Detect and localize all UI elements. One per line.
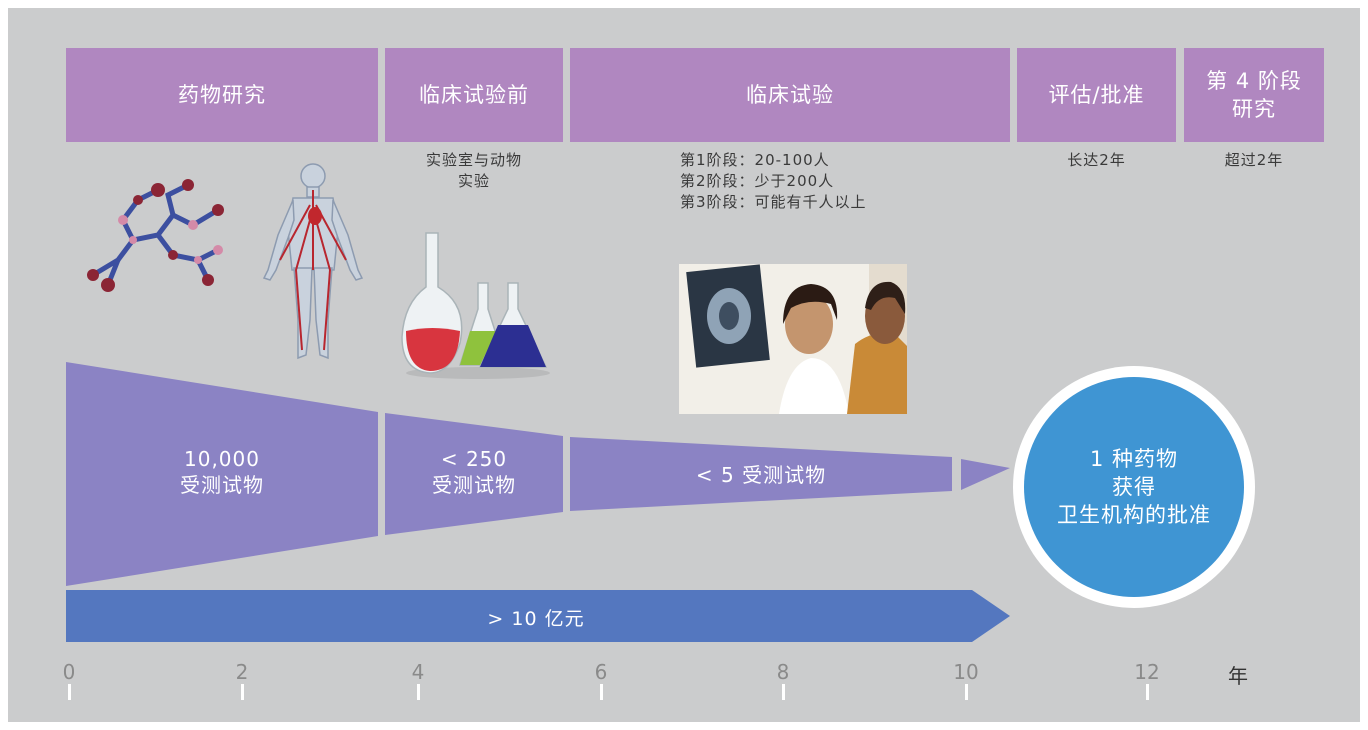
note-clinical-phase2: 第2阶段：少于200人 xyxy=(680,172,835,190)
axis-tick-mark-6 xyxy=(600,684,603,700)
funnel-segment-tip xyxy=(961,459,1010,490)
funnel-label-clinical: < 5 受测试物 xyxy=(695,463,827,487)
stage-header-phase4-line2: 研究 xyxy=(1232,97,1276,121)
axis-tick-mark-2 xyxy=(241,684,244,700)
axis-tick-label-8: 8 xyxy=(776,660,790,684)
note-preclinical-line1: 实验室与动物 xyxy=(425,151,522,169)
axis-tick-label-6: 6 xyxy=(594,660,608,684)
stage-header-research: 药物研究 xyxy=(66,48,378,142)
axis-tick-mark-8 xyxy=(782,684,785,700)
funnel-segment-clinical xyxy=(570,437,952,511)
stage-header-preclinical: 临床试验前 xyxy=(385,48,563,142)
stage-header-approval: 评估/批准 xyxy=(1017,48,1176,142)
funnel-preclinical-count: < 250 xyxy=(440,447,508,471)
approval-line-1: 1 种药物 xyxy=(1089,447,1179,471)
stage-header-phase4: 第 4 阶段 研究 xyxy=(1184,48,1324,142)
note-clinical-phase3: 第3阶段：可能有千人以上 xyxy=(680,193,867,211)
axis-tick-mark-12 xyxy=(1146,684,1149,700)
approval-line-2: 获得 xyxy=(1112,475,1156,499)
funnel-segment-preclinical xyxy=(385,413,563,535)
molecule-icon xyxy=(87,179,224,292)
note-preclinical: 实验室与动物 实验 xyxy=(385,150,563,192)
note-clinical: 第1阶段：20-100人 第2阶段：少于200人 第3阶段：可能有千人以上 xyxy=(680,150,980,213)
human-body-icon xyxy=(262,163,364,360)
approval-circle: 1 种药物 获得 卫生机构的批准 xyxy=(1024,377,1244,597)
funnel-research-count: 10,000 xyxy=(184,447,260,471)
funnel-research-unit: 受测试物 xyxy=(180,473,264,497)
axis-tick-label-12: 12 xyxy=(1134,660,1160,684)
cost-arrow xyxy=(66,590,1010,642)
axis-tick-label-10: 10 xyxy=(953,660,979,684)
doctor-xray-photo xyxy=(679,264,907,414)
approval-circle-ring: 1 种药物 获得 卫生机构的批准 xyxy=(1013,366,1255,608)
axis-tick-mark-4 xyxy=(417,684,420,700)
axis-tick-label-0: 0 xyxy=(62,660,76,684)
note-phase4: 超过2年 xyxy=(1224,151,1284,169)
lab-flasks-icon xyxy=(401,232,550,379)
approval-line-3: 卫生机构的批准 xyxy=(1057,503,1211,527)
axis-tick-mark-10 xyxy=(965,684,968,700)
note-preclinical-line2: 实验 xyxy=(457,172,490,190)
funnel-segment-research xyxy=(66,362,378,586)
axis-tick-label-4: 4 xyxy=(411,660,425,684)
funnel-label-preclinical: < 250 受测试物 xyxy=(385,446,563,498)
note-clinical-phase1: 第1阶段：20-100人 xyxy=(680,151,830,169)
cost-label: > 10 亿元 xyxy=(487,608,585,630)
funnel-preclinical-unit: 受测试物 xyxy=(432,473,516,497)
stage-header-phase4-line1: 第 4 阶段 xyxy=(1206,69,1302,93)
stage-header-clinical: 临床试验 xyxy=(570,48,1010,142)
note-approval: 长达2年 xyxy=(1067,151,1126,169)
funnel-label-research: 10,000 受测试物 xyxy=(66,446,378,498)
axis-unit-label: 年 xyxy=(1228,664,1248,688)
axis-tick-label-2: 2 xyxy=(235,660,249,684)
axis-tick-mark-0 xyxy=(68,684,71,700)
